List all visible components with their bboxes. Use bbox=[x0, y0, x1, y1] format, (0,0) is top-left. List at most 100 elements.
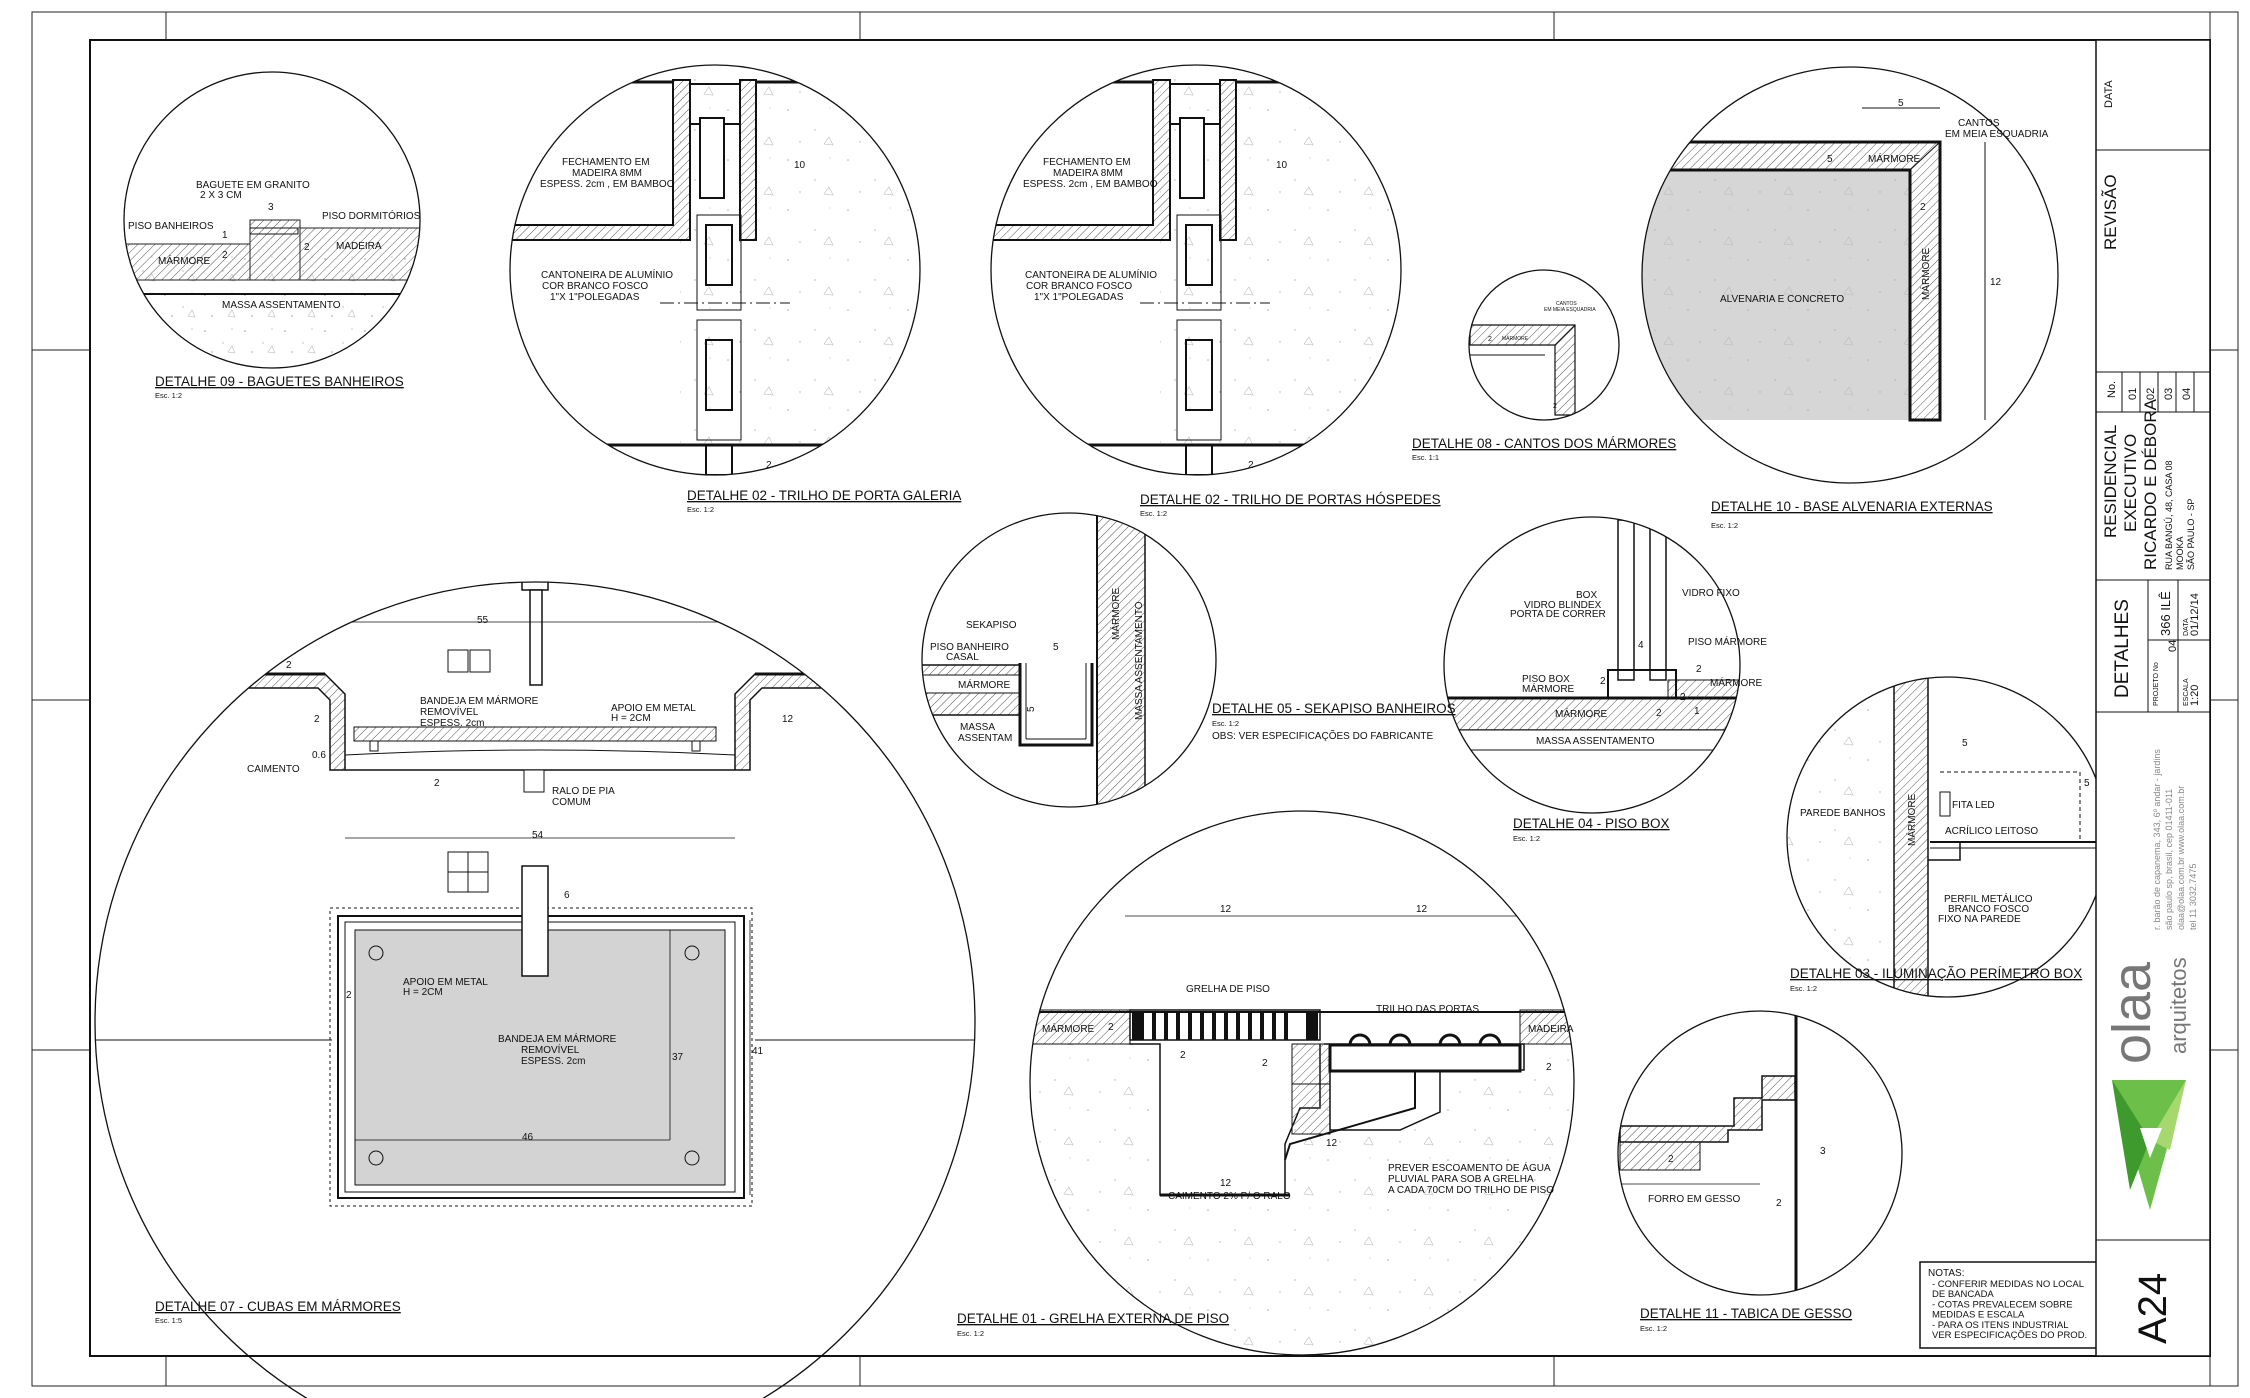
tb-rev-04: 04 bbox=[2181, 388, 2193, 400]
d05-label: MASSA bbox=[960, 722, 995, 733]
d09-label: 2 X 3 CM bbox=[200, 190, 242, 201]
dimension: 2 bbox=[1553, 403, 1557, 410]
dimension: 1 bbox=[1694, 706, 1700, 717]
detail-scale: Esc. 1:2 bbox=[155, 391, 182, 400]
detail-10: CANTOS EM MEIA ESQUADRIA MÁRMORE ALVENAR… bbox=[1641, 66, 2059, 530]
tb-sheet-title: DETALHES bbox=[2112, 599, 2133, 698]
notes-line: - PARA OS ITENS INDUSTRIAL bbox=[1932, 1320, 2069, 1331]
detail-01: GRELHA DE PISO TRILHO DAS PORTAS MÁRMORE… bbox=[957, 810, 1575, 1356]
d02-label: MADEIRA 8MM bbox=[572, 168, 642, 179]
d05-label: PISO BANHEIRO bbox=[930, 642, 1009, 653]
d05-label: MASSA ASSENTAMENTO bbox=[1134, 601, 1145, 720]
dimension: 2 bbox=[222, 250, 228, 261]
dimension: 5 bbox=[1026, 706, 1037, 712]
d10-label: MÁRMORE bbox=[1919, 247, 1932, 300]
d02-label: FECHAMENTO EM bbox=[562, 157, 650, 168]
tb-project-no-label: PROJETO No bbox=[2153, 662, 2160, 706]
dimension: 41 bbox=[752, 1046, 764, 1057]
d01-label: PREVER ESCOAMENTO DE ÁGUA bbox=[1388, 1161, 1551, 1174]
dimension: 5 bbox=[1962, 738, 1968, 749]
detail-scale: Esc. 1:5 bbox=[155, 1316, 182, 1325]
d07-label: CAIMENTO bbox=[247, 764, 300, 775]
d04-label: VIDRO FIXO bbox=[1682, 588, 1740, 599]
dimension: 2 bbox=[314, 714, 320, 725]
d05-label: SEKAPISO bbox=[966, 620, 1017, 631]
d01-label: MADEIRA bbox=[1528, 1024, 1574, 1035]
tb-address: MOOKA bbox=[2175, 536, 2185, 570]
d04-label: MÁRMORE bbox=[1555, 707, 1608, 720]
d08-label: EM MEIA ESQUADRIA bbox=[1544, 307, 1596, 313]
dimension: 12 bbox=[1326, 1138, 1338, 1149]
detail-title: DETALHE 03 - ILUMINAÇÃO PERÍMETRO BOX bbox=[1790, 966, 2082, 981]
d07-label: ESPESS. 2cm bbox=[521, 1056, 585, 1067]
dimension: 2 bbox=[286, 660, 292, 671]
detail-scale: Esc. 1:2 bbox=[1212, 719, 1239, 728]
dimension: 2 bbox=[1680, 692, 1686, 703]
d08-label: CANTOS bbox=[1556, 301, 1577, 307]
dimension: 2 bbox=[1180, 1050, 1186, 1061]
dimension: 10 bbox=[794, 160, 806, 171]
detail-scale: Esc. 1:2 bbox=[957, 1329, 984, 1338]
olaa-logo-sub: arquitetos bbox=[2166, 957, 2191, 1054]
d02-label: 1"X 1"POLEGADAS bbox=[550, 292, 640, 303]
d09-label: BAGUETE EM GRANITO bbox=[196, 180, 310, 191]
dimension: 5 bbox=[1898, 98, 1904, 109]
d08-label: MÁRMORE bbox=[1502, 335, 1529, 342]
d07-label: REMOVÍVEL bbox=[521, 1043, 580, 1056]
d09-label: PISO DORMITÓRIOS bbox=[322, 209, 421, 222]
d07-label: H = 2CM bbox=[403, 987, 443, 998]
detail-04: BOX VIDRO BLINDEX PORTA DE CORRER VIDRO … bbox=[1443, 516, 1767, 843]
detail-title: DETALHE 05 - SEKAPISO BANHEIROS bbox=[1212, 701, 1456, 716]
dimension: 12 bbox=[1990, 277, 2002, 288]
detail-scale: Esc. 1:2 bbox=[1711, 521, 1738, 530]
detail-02-galeria: FECHAMENTO EM MADEIRA 8MM ESPESS. 2cm , … bbox=[509, 64, 961, 514]
detail-title: DETALHE 04 - PISO BOX bbox=[1513, 816, 1670, 831]
d02-label: MADEIRA 8MM bbox=[1053, 168, 1123, 179]
dimension: 2 bbox=[1108, 1022, 1114, 1033]
d07-label: APOIO EM METAL bbox=[611, 703, 696, 714]
detail-11: FORRO EM GESSO 2 3 2 DETALHE 11 - TABICA… bbox=[1617, 1010, 1903, 1333]
dimension: 12 bbox=[1416, 904, 1428, 915]
detail-02-hospedes: FECHAMENTO EM MADEIRA 8MM ESPESS. 2cm , … bbox=[990, 64, 1441, 518]
d03-label: MÁRMORE bbox=[1905, 793, 1918, 846]
dimension: 12 bbox=[1220, 1178, 1232, 1189]
d09-label: PISO BANHEIROS bbox=[128, 221, 214, 232]
d03-label: BRANCO FOSCO bbox=[1948, 904, 2029, 915]
detail-scale: Esc. 1:2 bbox=[1513, 834, 1540, 843]
detail-scale: Esc. 1:2 bbox=[1640, 1324, 1667, 1333]
dimension: 12 bbox=[1220, 904, 1232, 915]
dimension: 0.6 bbox=[312, 750, 326, 761]
detail-scale: Esc. 1:2 bbox=[1790, 984, 1817, 993]
d03-label: PAREDE BANHOS bbox=[1800, 808, 1886, 819]
detail-title: DETALHE 11 - TABICA DE GESSO bbox=[1640, 1306, 1852, 1321]
detail-scale: Esc. 1:2 bbox=[1140, 509, 1167, 518]
notes-line: - CONFERIR MEDIDAS NO LOCAL bbox=[1932, 1279, 2084, 1290]
d04-label: PORTA DE CORRER bbox=[1510, 609, 1606, 620]
tb-office-phone: tel 11 3032.7475 bbox=[2188, 864, 2198, 930]
tb-client: RICARDO E DÉBORA bbox=[2141, 398, 2160, 570]
notes-title: NOTAS: bbox=[1928, 1268, 1964, 1279]
tb-office-address: são paulo sp, brasil, cep 01411-011 bbox=[2164, 789, 2174, 930]
dimension: 2 bbox=[1600, 676, 1606, 687]
dimension: 3 bbox=[268, 202, 274, 213]
d10-label: CANTOS bbox=[1958, 118, 2000, 129]
olaa-logo: olaa bbox=[2102, 961, 2162, 1064]
d03-label: PERFIL METÁLICO bbox=[1944, 892, 2033, 905]
tb-address: RUA BANGÚ, 48, CASA 08 bbox=[2164, 460, 2174, 570]
d05-label: MÁRMORE bbox=[958, 678, 1011, 691]
dimension: 2 bbox=[766, 460, 772, 471]
d07-label: APOIO EM METAL bbox=[403, 977, 488, 988]
dimension: 1 bbox=[222, 230, 228, 241]
dimension: 2 bbox=[304, 242, 310, 253]
d10-label: MÁRMORE bbox=[1868, 152, 1921, 165]
d02-label: CANTONEIRA DE ALUMÍNIO bbox=[1025, 268, 1157, 281]
tb-rev-03: 03 bbox=[2163, 388, 2175, 400]
d11-label: FORRO EM GESSO bbox=[1648, 1194, 1740, 1205]
d07-label: REMOVÍVEL bbox=[420, 705, 479, 718]
d04-label: MÁRMORE bbox=[1710, 676, 1763, 689]
d10-label: ALVENARIA E CONCRETO bbox=[1720, 294, 1844, 305]
dimension: 2 bbox=[1488, 336, 1492, 343]
